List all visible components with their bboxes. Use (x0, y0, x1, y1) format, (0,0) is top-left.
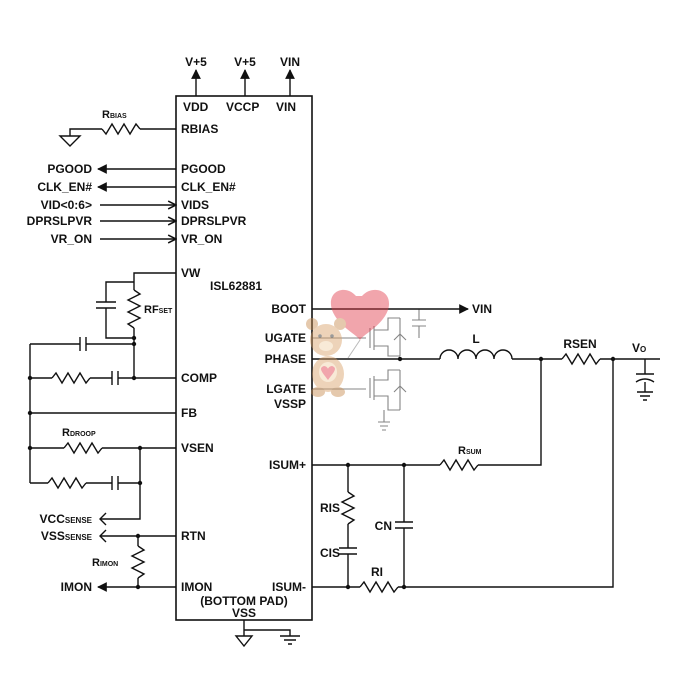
power-stage-mosfets (312, 309, 426, 431)
vid-signal: VID<0:6> (41, 198, 92, 212)
junction-dot (131, 341, 137, 347)
vss-ground-icon (234, 635, 254, 648)
pin-ugate: UGATE (265, 331, 306, 345)
comp-feedback-capacitor (79, 337, 87, 351)
output-capacitor (635, 373, 655, 383)
fb-rc-capacitor (111, 476, 119, 490)
vcc-sense-arrow (99, 512, 107, 526)
vo-label: VO (632, 341, 646, 355)
junction-dot (401, 584, 407, 590)
rsen-resistor (561, 352, 601, 366)
pin-vccp: VCCP (226, 100, 259, 114)
rbias-resistor (101, 122, 141, 136)
ri-to-vo-wire (398, 359, 614, 588)
teddy-bear-watermark-icon (306, 289, 390, 397)
imon-signal: IMON (61, 580, 92, 594)
rdroop-label: RDROOP (62, 427, 96, 439)
output-inductor (439, 349, 513, 360)
output-ground-icon (637, 382, 653, 401)
supply-label-vccp: V+5 (234, 55, 256, 69)
pin-clk-en: CLK_EN# (181, 180, 236, 194)
junction-dot (27, 445, 33, 451)
vss-sense-arrow (99, 529, 107, 543)
pin-rtn: RTN (181, 529, 206, 543)
pin-vids: VIDS (181, 198, 209, 212)
pin-vsen: VSEN (181, 441, 214, 455)
ris-resistor (340, 491, 356, 525)
cis-capacitor (339, 547, 357, 555)
rsum-label: RSUM (458, 445, 482, 457)
rfset-resistor (126, 289, 142, 329)
comp-series-resistor (51, 371, 91, 385)
pin-isum-minus: ISUM- (272, 580, 306, 594)
pin-comp: COMP (181, 371, 217, 385)
pin-dprslpvr: DPRSLPVR (181, 214, 247, 228)
pin-boot: BOOT (271, 302, 306, 316)
junction-dot (27, 375, 33, 381)
pin-pgood: PGOOD (181, 162, 226, 176)
rbias-label: RBIAS (102, 109, 127, 121)
rfset-label: RFSET (144, 304, 173, 316)
vsen-rail (100, 448, 141, 520)
pin-imon: IMON (181, 580, 212, 594)
vw-wire (133, 272, 176, 290)
junction-dot (345, 584, 351, 590)
pin-lgate: LGATE (266, 382, 306, 396)
pin-isum-plus: ISUM+ (269, 458, 306, 472)
junction-dot (137, 480, 143, 486)
junction-dot (131, 375, 137, 381)
vin-output-label: VIN (472, 302, 492, 316)
pin-fb: FB (181, 406, 197, 420)
pin-phase: PHASE (265, 352, 306, 366)
supply-label-vin: VIN (280, 55, 300, 69)
fb-rc-resistor (47, 476, 87, 490)
cn-capacitor (395, 521, 413, 529)
pin-vin: VIN (276, 100, 296, 114)
pin-vr-on: VR_ON (181, 232, 222, 246)
ri-label: RI (371, 565, 383, 579)
junction-dot (137, 445, 143, 451)
cn-label: CN (375, 519, 392, 533)
rsen-label: RSEN (563, 337, 596, 351)
rfset-parallel-capacitor (96, 301, 116, 309)
pgood-signal: PGOOD (47, 162, 92, 176)
bottom-pad-ground-icon (244, 629, 300, 645)
rbias-ground-wire (69, 128, 102, 136)
supply-label-vdd: V+5 (185, 55, 207, 69)
rfset-cap-bottom-wire (105, 308, 134, 339)
clk-en-signal: CLK_EN# (37, 180, 92, 194)
rsum-resistor (439, 458, 479, 472)
comp-series-capacitor (111, 371, 119, 385)
vr-on-signal: VR_ON (51, 232, 92, 246)
junction-dot (397, 356, 403, 362)
pin-vw: VW (181, 266, 201, 280)
dprslpvr-signal: DPRSLPVR (27, 214, 93, 228)
rfset-cap-top-wire (105, 281, 134, 302)
inductor-label: L (472, 332, 479, 346)
junction-dot (131, 335, 137, 341)
rdroop-resistor (63, 441, 103, 455)
vcc-sense-signal: VCCSENSE (40, 512, 93, 526)
vss-sense-signal: VSSSENSE (41, 529, 93, 543)
pin-rbias: RBIAS (181, 122, 218, 136)
ris-label: RIS (320, 501, 340, 515)
bottom-pad-label: (BOTTOM PAD) (200, 594, 288, 608)
pin-vdd: VDD (183, 100, 209, 114)
rbias-ground-icon (58, 135, 82, 147)
ic-part-number: ISL62881 (210, 279, 262, 293)
cis-label: CIS (320, 546, 340, 560)
rimon-label: RIMON (92, 557, 118, 569)
ri-resistor (359, 580, 399, 594)
pin-vssp: VSSP (274, 397, 306, 411)
rsum-to-phase-node-wire (478, 359, 542, 466)
rimon-resistor (130, 545, 146, 579)
vss-label: VSS (232, 606, 256, 620)
